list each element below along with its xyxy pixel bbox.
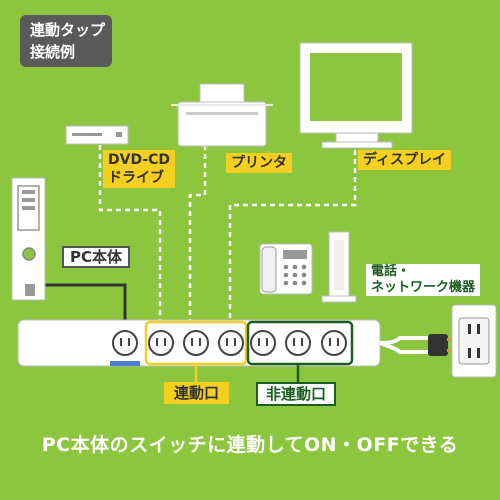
diagram-title: 連動タップ 接続例 [20,15,112,67]
pc-tower-icon [11,177,46,301]
wall-outlet-icon [451,304,497,378]
monitor-icon [299,42,413,149]
pc-label: PC本体 [62,246,131,268]
dvd-link [98,145,162,330]
network-label: 電話・ ネットワーク機器 [366,264,481,296]
dvd-label-line-2: ドライブ [108,170,164,186]
printer-link [188,145,207,330]
power-strip-icon [17,319,381,367]
title-line-1: 連動タップ [30,21,106,39]
dvd-label-line-1: DVD-CD [108,152,171,168]
printer-icon [177,83,267,147]
linked-outlets-label: 連動口 [164,382,230,404]
display-link [228,150,357,330]
network-label-line-1: 電話・ [371,264,411,279]
router-icon [321,231,357,303]
display-label: ディスプレイ [358,150,452,170]
dvd-label: DVD-CD ドライブ [103,150,176,188]
plug-icon [379,334,457,356]
dvd-drive-icon [65,125,129,145]
unlinked-outlets-label: 非連動口 [256,382,337,406]
network-label-line-2: ネットワーク機器 [371,280,476,295]
dashed-links [98,145,357,330]
title-line-2: 接続例 [30,43,76,61]
pc-cable [45,283,127,330]
telephone-icon [259,243,313,295]
printer-label: プリンタ [226,153,292,173]
caption: PC本体のスイッチに連動してON・OFFできる [41,434,459,456]
